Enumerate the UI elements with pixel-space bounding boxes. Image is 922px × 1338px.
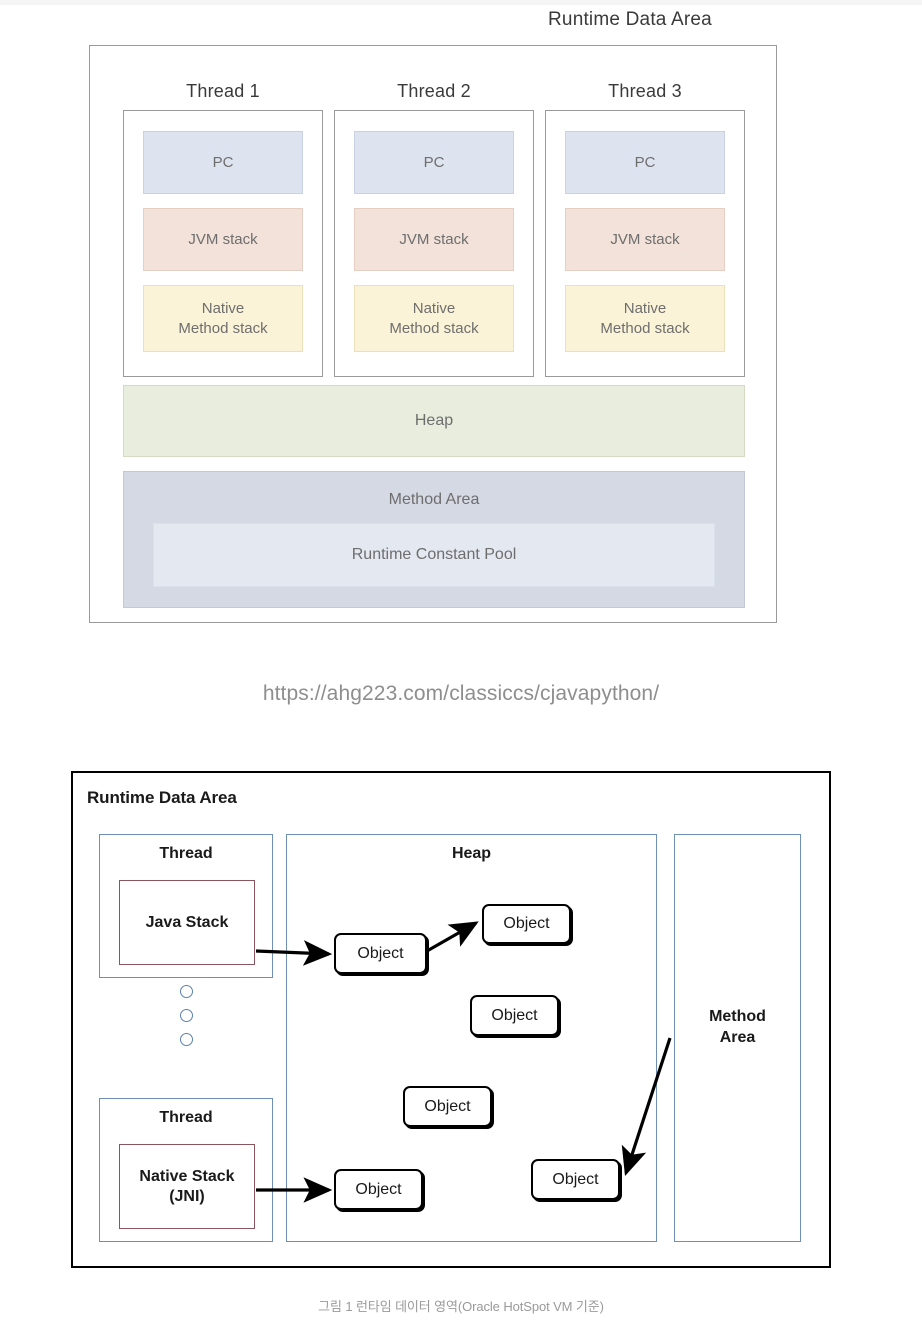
thread-2-label: Thread 2 [397, 81, 471, 101]
thread-continuation-dots [99, 985, 273, 1046]
thread-2-box: PC JVM stack Native Method stack [334, 110, 534, 377]
native-stack-box: Native Stack (JNI) [119, 1144, 255, 1229]
thread-1-label: Thread 1 [186, 81, 260, 101]
figure-runtime-data-area-top: Runtime Data Area Thread 1 PC JVM stack … [0, 0, 922, 640]
figure-runtime-data-area-bottom: Runtime Data Area Thread Java Stack Thre… [71, 771, 831, 1268]
method-area-panel-label: Method Area [675, 1007, 800, 1049]
runtime-constant-pool-box: Runtime Constant Pool [153, 523, 715, 587]
circle-icon [179, 985, 193, 998]
thread-3-jvm-stack-cell: JVM stack [565, 208, 725, 271]
thread-2-native-method-stack-cell: Native Method stack [354, 285, 514, 352]
object-node-b: Object [482, 904, 571, 944]
method-area-panel: Method Area [674, 834, 801, 1242]
thread-3-box: PC JVM stack Native Method stack [545, 110, 745, 377]
thread-3-native-method-stack-cell: Native Method stack [565, 285, 725, 352]
thread-2-jvm-stack-cell: JVM stack [354, 208, 514, 271]
thread-column-3: Thread 3 PC JVM stack Native Method stac… [545, 81, 745, 377]
figure-bottom-title: Runtime Data Area [87, 788, 237, 807]
method-area-band: Method Area Runtime Constant Pool [123, 471, 745, 608]
circle-icon [179, 1009, 193, 1022]
thread-1-pc-cell: PC [143, 131, 303, 194]
object-node-c: Object [470, 995, 559, 1036]
thread-panel-bottom: Thread Native Stack (JNI) [99, 1098, 273, 1242]
thread-panel-top: Thread Java Stack [99, 834, 273, 978]
thread-1-box: PC JVM stack Native Method stack [123, 110, 323, 377]
nms-line-2: Method stack [178, 319, 268, 337]
thread-column-1: Thread 1 PC JVM stack Native Method stac… [123, 81, 323, 377]
nms-line-2: Method stack [389, 319, 479, 337]
circle-icon [179, 1033, 193, 1046]
runtime-data-area-container: Thread 1 PC JVM stack Native Method stac… [89, 45, 777, 623]
object-node-d: Object [403, 1086, 492, 1127]
java-stack-box: Java Stack [119, 880, 255, 965]
native-stack-line-1: Native Stack [139, 1167, 235, 1185]
object-node-f: Object [334, 1169, 423, 1210]
object-node-e: Object [531, 1159, 620, 1200]
nms-line-1: Native [201, 300, 245, 317]
object-node-a: Object [334, 933, 427, 974]
thread-panel-top-label: Thread [159, 845, 213, 862]
thread-3-pc-cell: PC [565, 131, 725, 194]
thread-column-2: Thread 2 PC JVM stack Native Method stac… [334, 81, 534, 377]
method-area-line-1: Method [709, 1008, 766, 1025]
thread-2-pc-cell: PC [354, 131, 514, 194]
thread-panel-bottom-label: Thread [159, 1109, 213, 1126]
method-area-line-2: Area [719, 1028, 756, 1046]
source-url-text: https://ahg223.com/classiccs/cjavapython… [262, 682, 660, 705]
method-area-label: Method Area [388, 491, 480, 508]
page-top-strip [0, 0, 922, 5]
heap-panel-label: Heap [451, 845, 492, 862]
heap-band: Heap [123, 385, 745, 457]
nms-line-1: Native [412, 300, 456, 317]
native-stack-line-2: (JNI) [169, 1187, 205, 1205]
figure-caption: 그림 1 런타임 데이터 영역(Oracle HotSpot VM 기준) [318, 1299, 604, 1314]
thread-1-native-method-stack-cell: Native Method stack [143, 285, 303, 352]
nms-line-2: Method stack [600, 319, 690, 337]
figure-top-title: Runtime Data Area [548, 9, 712, 30]
thread-3-label: Thread 3 [608, 81, 682, 101]
nms-line-1: Native [623, 300, 667, 317]
thread-1-jvm-stack-cell: JVM stack [143, 208, 303, 271]
